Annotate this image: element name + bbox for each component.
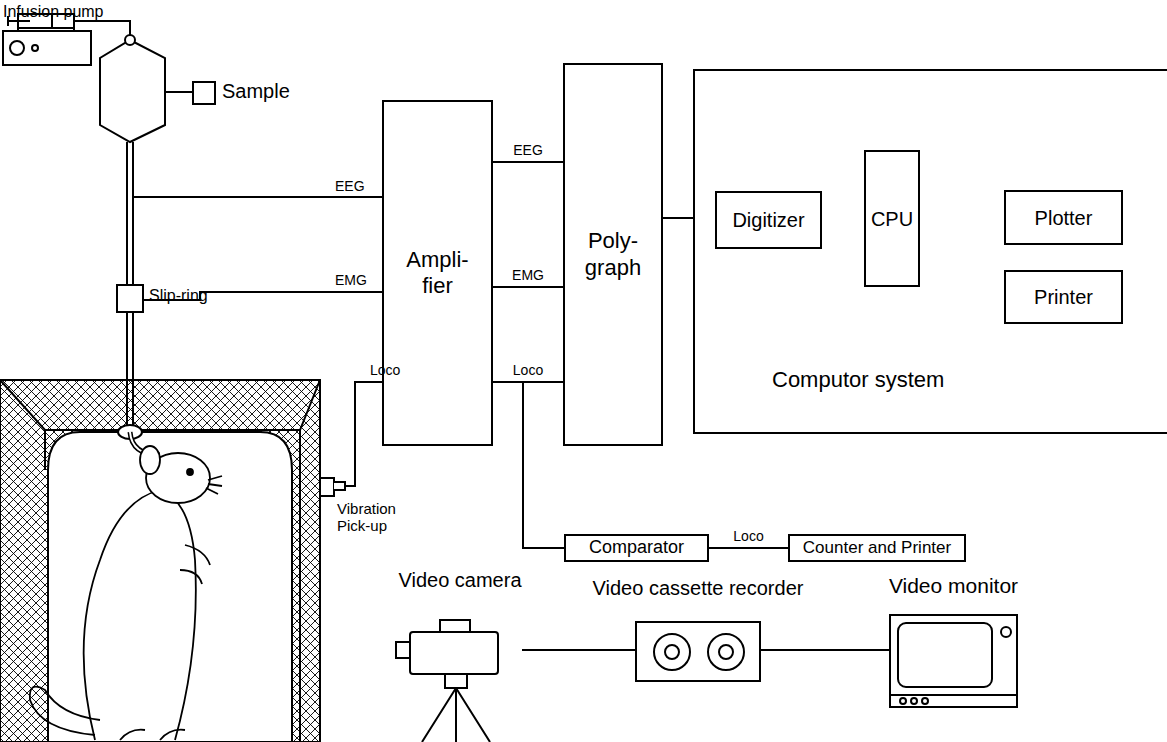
- part-label: Sample: [222, 80, 290, 103]
- polygraph-box: Poly- graph: [563, 63, 663, 446]
- cpu-box: CPU: [864, 150, 920, 287]
- sample-line: [165, 91, 193, 93]
- box-label: Poly- graph: [578, 228, 648, 281]
- video-monitor-node: Video monitor: [890, 615, 1017, 695]
- signal-line: [493, 161, 563, 163]
- box-label: CPU: [871, 207, 913, 231]
- vibration-pickup: [320, 478, 334, 496]
- video-camera: [396, 620, 498, 742]
- swivel-chamber: [100, 40, 165, 142]
- signal-name: Loco: [731, 529, 765, 544]
- signal-name: EMG: [510, 268, 546, 283]
- signal-line: [522, 649, 636, 651]
- slip-ring: [117, 285, 143, 312]
- video-monitor: [890, 615, 1017, 707]
- device-label: Video camera: [398, 568, 521, 592]
- signal-name: Loco: [370, 362, 400, 378]
- infusion-tube: [80, 21, 130, 40]
- rat: [30, 432, 222, 740]
- signal-line: [709, 547, 788, 549]
- cage: [0, 380, 320, 742]
- video-camera-node: Video camera: [398, 600, 522, 708]
- eeg-wire: [133, 196, 382, 198]
- digitizer-box: Digitizer: [715, 191, 822, 249]
- box-label: Computor system: [772, 367, 944, 393]
- box-label: Digitizer: [732, 208, 804, 232]
- box-label: Comparator: [589, 537, 684, 559]
- signal-name: EEG: [335, 178, 365, 194]
- signal-name: EMG: [335, 272, 367, 288]
- box-label: Printer: [1034, 285, 1093, 309]
- signal-name: EEG: [511, 143, 545, 158]
- sample-port: [193, 82, 215, 104]
- computer-system-box: Computor system Digitizer CPU PlotterPrinte…: [693, 69, 1167, 434]
- plotter-box: Plotter: [1004, 190, 1123, 245]
- box-label: Counter and Printer: [803, 538, 951, 558]
- video-recorder-node: Video cassette recorder: [636, 622, 760, 681]
- signal-name: Loco: [511, 363, 545, 378]
- comparator-box: Comparator: [564, 534, 709, 562]
- signal-line: [760, 649, 890, 651]
- amplifier-box: Ampli- fier: [382, 100, 493, 446]
- printer-box: Printer: [1004, 270, 1123, 324]
- signal-line: [493, 382, 564, 548]
- device-label: Video monitor: [889, 573, 1018, 598]
- loco-wire: [345, 382, 382, 486]
- counter-printer-box: Counter and Printer: [788, 534, 966, 562]
- box-label: Ampli- fier: [403, 247, 473, 300]
- video-cassette-recorder: [636, 622, 760, 681]
- part-label: Vibration Pick-up: [337, 500, 403, 535]
- box-label: Plotter: [1035, 206, 1093, 230]
- part-label: Infusion pump: [3, 3, 104, 21]
- part-label: Slip-ring: [149, 287, 208, 305]
- signal-line: [493, 286, 563, 288]
- infusion-pump: [3, 14, 91, 65]
- device-label: Video cassette recorder: [593, 576, 804, 600]
